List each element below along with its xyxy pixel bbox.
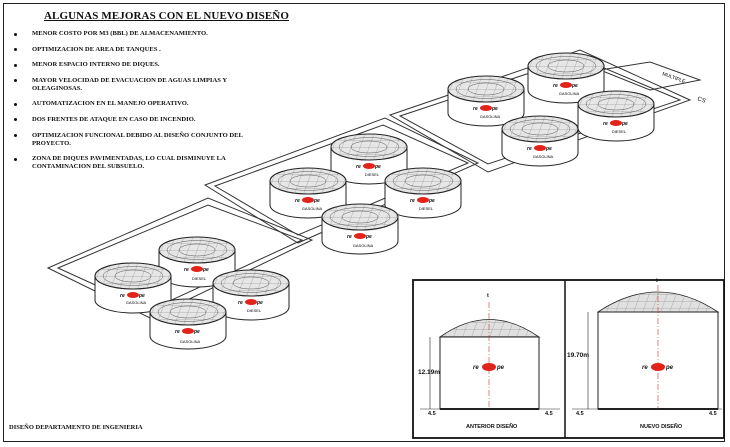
old-width-mark-right: 4.5 xyxy=(545,411,553,417)
new-tank-elevation: re pe xyxy=(572,285,722,410)
new-width-mark-right: 4.5 xyxy=(709,411,717,417)
svg-text:re: re xyxy=(473,365,479,371)
old-height-label: 12.19m xyxy=(418,369,441,376)
tank-comparison-inset: re pe re pe xyxy=(412,279,725,439)
tank-label: GASOLINA xyxy=(180,339,201,344)
list-item: ZONA DE DIQUES PAVIMENTADAS, LO CUAL DIS… xyxy=(10,155,270,171)
svg-text:pe: pe xyxy=(665,365,674,371)
tank-label: DIESEL xyxy=(419,206,434,211)
list-item: MAYOR VELOCIDAD DE EVACUACION DE AGUAS L… xyxy=(10,77,270,93)
list-item: MENOR ESPACIO INTERNO DE DIQUES. xyxy=(10,61,270,69)
dike-3-tanks: GASOLINA GASOLINA DIESEL GASOLINA xyxy=(447,52,655,167)
footer-credit: DISEÑO DEPARTAMENTO DE INGENIERIA xyxy=(9,424,143,431)
improvements-list: MENOR COSTO POR M3 (BBL) DE ALMACENAMIEN… xyxy=(10,30,270,179)
old-design-caption: ANTERIOR DISEÑO xyxy=(466,424,518,430)
tank-label: GASOLINA xyxy=(533,154,554,159)
tank-label: DIESEL xyxy=(365,172,380,177)
list-item: OPTIMIZACION DE AREA DE TANQUES . xyxy=(10,46,270,54)
list-item: OPTIMIZACION FUNCIONAL DEBIDO AL DISEÑO … xyxy=(10,132,270,148)
tank-label: GASOLINA xyxy=(559,91,580,96)
tank-label: GASOLINA xyxy=(302,206,323,211)
tank-label: DIESEL xyxy=(612,129,627,134)
list-item: DOS FRENTES DE ATAQUE EN CASO DE INCENDI… xyxy=(10,116,270,124)
list-item: AUTOMATIZACION EN EL MANEJO OPERATIVO. xyxy=(10,100,270,108)
tank-label: DIESEL xyxy=(247,308,262,313)
old-width-mark: 4.5 xyxy=(428,411,436,417)
page-title: ALGUNAS MEJORAS CON EL NUEVO DISEÑO xyxy=(44,10,290,22)
old-tank-elevation: re pe xyxy=(420,302,560,410)
svg-text:pe: pe xyxy=(496,365,505,371)
tank-label: GASOLINA xyxy=(126,300,147,305)
tank-label: GASOLINA xyxy=(480,114,501,119)
sheet-border xyxy=(3,3,725,442)
dike-1-tanks: DIESEL GASOLINA DIESEL GASOLINA xyxy=(94,236,290,350)
dike-2-tanks: DIESEL GASOLINA DIESEL GASOLINA xyxy=(269,133,462,255)
svg-text:re: re xyxy=(642,365,648,371)
new-top-mark: t xyxy=(656,278,658,284)
new-width-mark: 4.5 xyxy=(576,411,584,417)
label-cs: CS xyxy=(696,96,706,104)
tank-label: DIESEL xyxy=(192,276,207,281)
list-item: MENOR COSTO POR M3 (BBL) DE ALMACENAMIEN… xyxy=(10,30,270,38)
old-top-mark: t xyxy=(487,293,489,299)
new-design-caption: NUEVO DISEÑO xyxy=(640,424,683,430)
tank-label: GASOLINA xyxy=(353,243,374,248)
new-height-label: 19.70m xyxy=(567,352,590,359)
